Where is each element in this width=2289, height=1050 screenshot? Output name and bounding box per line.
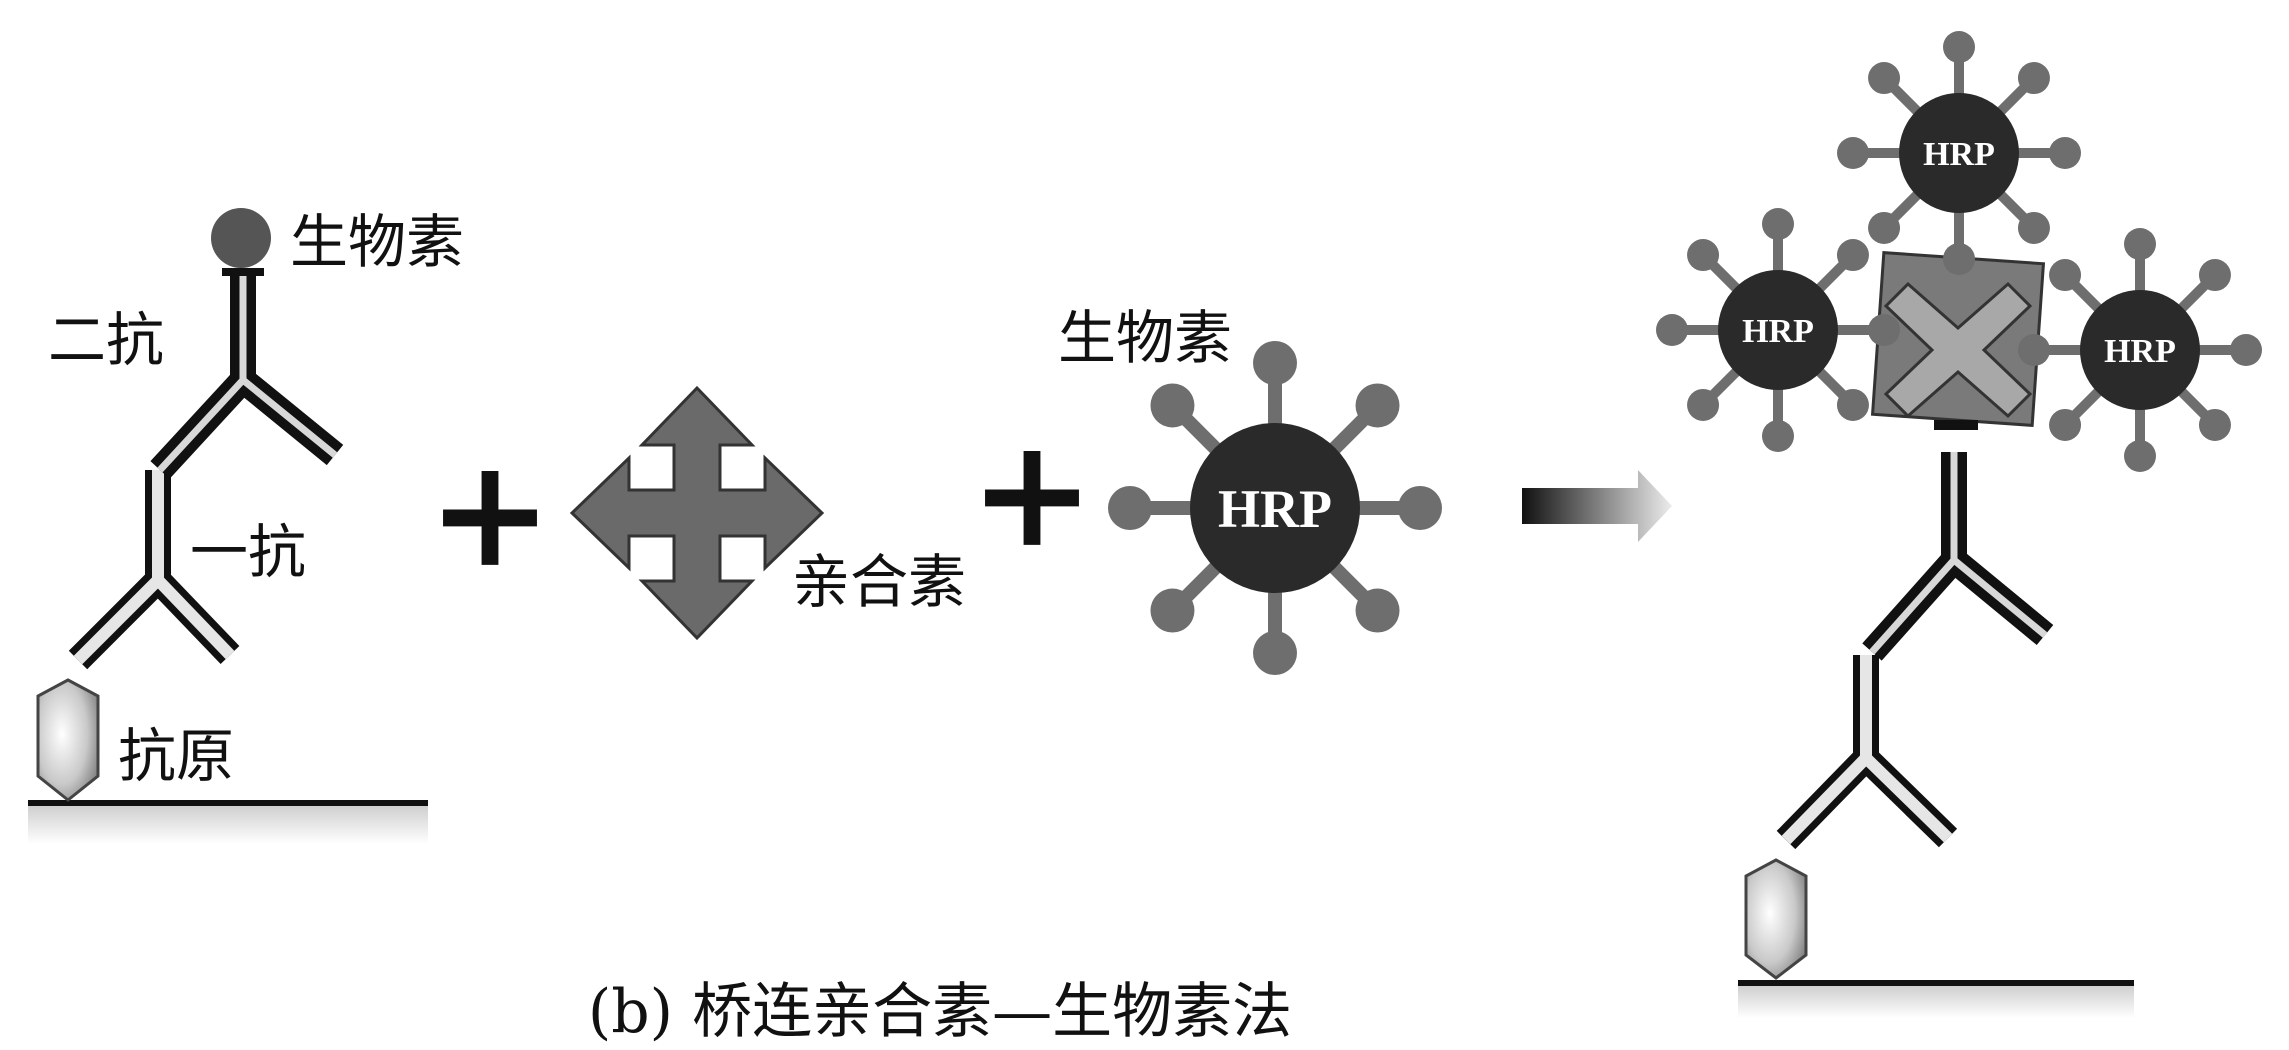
biotin-ball-icon [2198, 259, 2231, 292]
biotin-ball-icon [1355, 588, 1400, 633]
reaction-arrow-icon [1522, 470, 1672, 542]
biotin-ball-icon [2124, 228, 2156, 260]
biotin-ball-icon [1656, 314, 1688, 346]
surface-left [28, 800, 428, 844]
hrp-label: HRP [1218, 479, 1332, 539]
hrp-label: HRP [1742, 313, 1814, 350]
antigen-icon [36, 678, 100, 802]
primary-antibody-label: 一抗 [190, 518, 306, 586]
biotin-ball-icon [1150, 588, 1195, 633]
biotin-ball-icon [1355, 383, 1400, 428]
plus-sign-1: + [427, 425, 553, 601]
hrp-enzyme-core [1899, 93, 2019, 213]
left-assembly: 生物素 二抗 一抗 抗原 [28, 208, 464, 844]
biotin-ball-icon [2049, 408, 2082, 441]
biotin-ball-icon [1108, 486, 1152, 530]
biotin-ball-icon [1837, 137, 1869, 169]
plus-sign-2: + [969, 405, 1095, 581]
biotin-ball-icon [2017, 62, 2050, 95]
biotin-label-left: 生物素 [290, 208, 464, 276]
biotin-ball-icon [2230, 334, 2262, 366]
surface-right [1738, 980, 2134, 1018]
biotin-ball-icon [1687, 388, 1720, 421]
primary-antibody-icon-right [1776, 655, 1958, 850]
antigen-icon-right [1744, 858, 1808, 980]
biotin-ball-icon [1762, 420, 1794, 452]
biotin-ball-icon [1398, 486, 1442, 530]
avidin-label: 亲合素 [792, 548, 966, 616]
right-assembly: HRP HRP HRP [1656, 31, 2262, 1018]
hrp-left-icon: HRP [1656, 208, 1900, 452]
hrp-enzyme-core [1718, 270, 1838, 390]
biotin-ball-icon [1687, 239, 1720, 272]
biotin-ball-icon [2124, 440, 2156, 472]
biotin-ball-icon [2018, 334, 2050, 366]
hrp-enzyme-core [2080, 290, 2200, 410]
biotin-ball-icon [2198, 408, 2231, 441]
biotin-ball-icon [1943, 243, 1975, 275]
biotin-ball-icon [1943, 31, 1975, 63]
biotin-dot-icon [211, 208, 271, 268]
hrp-label: HRP [1923, 136, 1995, 173]
primary-antibody-icon [68, 470, 240, 670]
biotin-label-hrp: 生物素 [1058, 304, 1232, 372]
biotin-ball-icon [2049, 259, 2082, 292]
biotin-ball-icon [1150, 383, 1195, 428]
biotin-ball-icon [1868, 62, 1901, 95]
biotin-ball-icon [1762, 208, 1794, 240]
biotin-ball-icon [1836, 388, 1869, 421]
biotin-ball-icon [1836, 239, 1869, 272]
biotin-ball-icon [2017, 211, 2050, 244]
hrp-right-icon: HRP [2018, 228, 2262, 472]
figure-caption: (b) 桥连亲合素—生物素法 [588, 977, 1292, 1047]
secondary-antibody-icon [150, 272, 344, 479]
biotin-ball-icon [1253, 341, 1297, 385]
avidin-complex-icon [1870, 251, 2046, 430]
biotin-ball-icon [1868, 211, 1901, 244]
biotin-ball-icon [1253, 631, 1297, 675]
secondary-antibody-icon-right [1862, 452, 2054, 661]
avidin-four-way-arrow-icon [569, 385, 825, 641]
hrp-label: HRP [2104, 333, 2176, 370]
secondary-antibody-label: 二抗 [48, 306, 164, 374]
biotin-ball-icon [1868, 314, 1900, 346]
biotinylated-hrp-icon: HRP [1108, 341, 1442, 675]
hrp-top-icon: HRP [1837, 31, 2081, 275]
biotin-ball-icon [2049, 137, 2081, 169]
hrp-enzyme-core [1190, 423, 1360, 593]
antigen-label: 抗原 [118, 722, 234, 790]
